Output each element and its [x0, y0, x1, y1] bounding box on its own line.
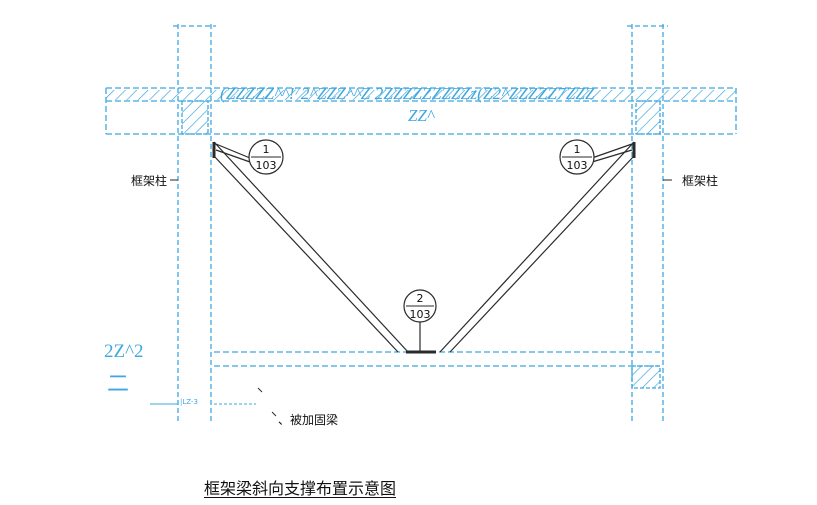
diagram-caption: 框架梁斜向支撑布置示意图 — [204, 479, 397, 498]
small-tag-label: |LZ-3 — [180, 398, 198, 406]
diagonal-braces — [212, 141, 636, 354]
note-code-label: 2Z^2 — [104, 341, 144, 362]
bottom-beam — [214, 351, 661, 389]
strengthen-marker — [257, 387, 277, 417]
right-column — [627, 24, 668, 422]
note-dash-label: 二 — [107, 371, 130, 396]
top-beam — [105, 87, 737, 135]
callout-2-top: 2 — [417, 292, 424, 305]
column-right-label: 框架柱 — [682, 174, 719, 188]
callout-1-right-top: 1 — [574, 143, 581, 156]
callout-1-left: 1 103 — [248, 139, 284, 175]
left-column — [173, 24, 216, 422]
callout-1-right-bottom: 103 — [567, 159, 588, 172]
callout-1-left-bottom: 103 — [256, 159, 277, 172]
callout-1-left-top: 1 — [263, 143, 270, 156]
callout-1-right: 1 103 — [559, 139, 595, 175]
beam-code-label-2: ZZ^ — [408, 106, 435, 125]
callout-2-center: 2 103 — [403, 289, 437, 323]
column-left-label: 框架柱 — [131, 174, 168, 188]
beam-code-label: (ZZZZZ^^!⁷2^ZZZ^^Z 2ZZZZZZZZZz(Z2^ZZZZZ7… — [220, 84, 595, 103]
strengthen-beam-label: 、被加固梁 — [278, 413, 339, 427]
callout-2-bottom: 103 — [410, 308, 431, 321]
